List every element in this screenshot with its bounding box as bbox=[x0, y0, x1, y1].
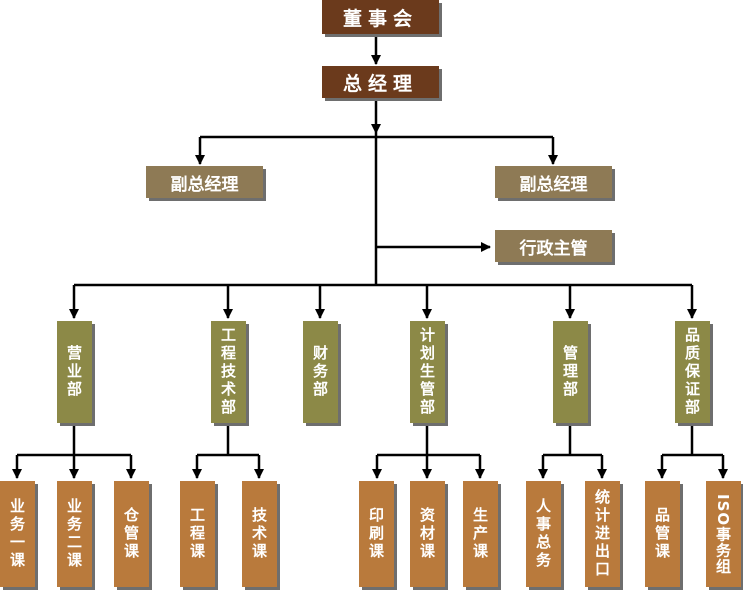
engineering-dept-node: 工程技术部 bbox=[211, 321, 246, 423]
sales-dept-node: 营业部 bbox=[57, 321, 92, 423]
printing-course-node: 印刷课 bbox=[359, 481, 394, 587]
sales-course-2-node: 业务二课 bbox=[57, 481, 92, 587]
engineering-course-node: 工程课 bbox=[180, 481, 215, 587]
iso-group-node: ISO事务组 bbox=[706, 481, 741, 587]
quality-dept-node: 品质保证部 bbox=[675, 321, 710, 423]
deputy-gm-right-node: 副总经理 bbox=[495, 166, 612, 198]
material-course-node: 资材课 bbox=[410, 481, 445, 587]
deputy-gm-left-node: 副总经理 bbox=[146, 166, 263, 198]
warehouse-course-node: 仓管课 bbox=[114, 481, 149, 587]
admin-manager-node: 行政主管 bbox=[495, 230, 612, 262]
technology-course-node: 技术课 bbox=[242, 481, 277, 587]
quality-control-course-node: 品管课 bbox=[645, 481, 680, 587]
management-dept-node: 管理部 bbox=[553, 321, 588, 423]
hr-affairs-node: 人事总务 bbox=[526, 481, 561, 587]
planning-dept-node: 计划生管部 bbox=[410, 321, 445, 423]
production-course-node: 生产课 bbox=[463, 481, 498, 587]
sales-course-1-node: 业务一课 bbox=[0, 481, 35, 587]
finance-dept-node: 财务部 bbox=[303, 321, 338, 423]
board-node: 董事会 bbox=[322, 0, 439, 34]
stats-import-export-node: 统计进出口 bbox=[585, 481, 620, 587]
gm-node: 总经理 bbox=[322, 66, 439, 98]
